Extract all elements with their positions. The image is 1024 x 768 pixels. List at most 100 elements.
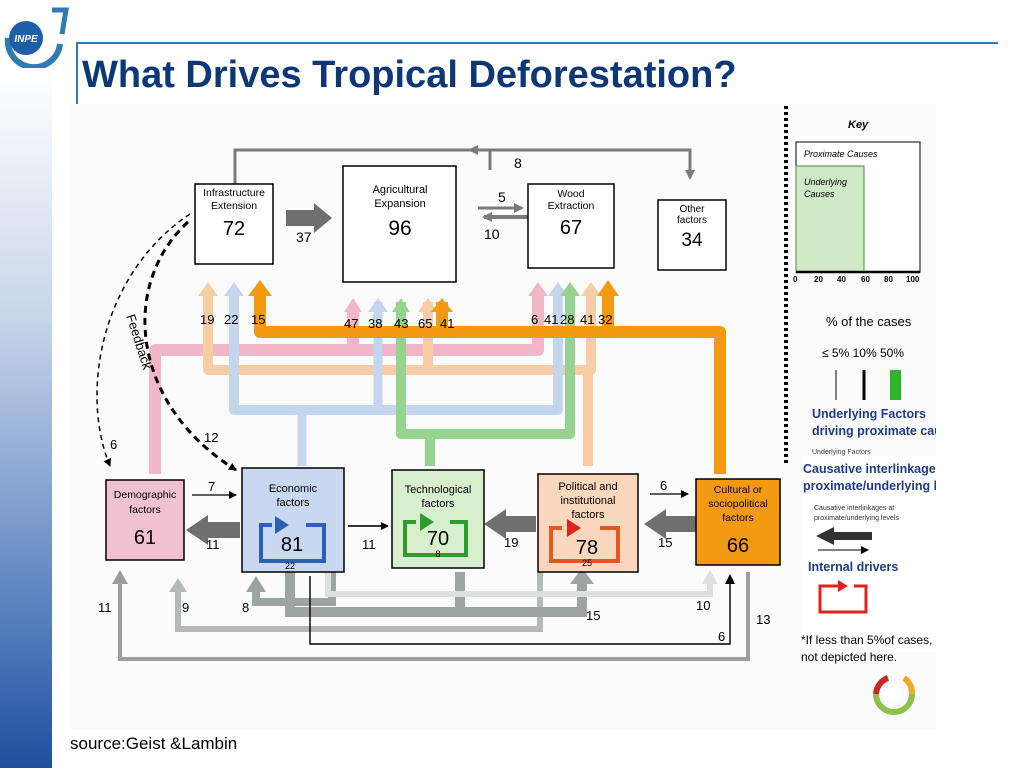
feedback-label: Feedback: [123, 312, 155, 371]
econ-internal-label: 22: [285, 561, 295, 571]
bottom-label-c: 8: [242, 600, 249, 615]
proximate-flows: 8 5 10 37: [233, 145, 695, 245]
pct-title: % of the cases: [826, 314, 912, 329]
cult-value: 66: [727, 535, 749, 557]
upward-arrowheads: [198, 280, 619, 312]
other-label-2: factors: [677, 215, 707, 226]
lucc-logo: [873, 675, 915, 715]
wood-label-2: Extraction: [548, 200, 595, 212]
flow-label-infra-agri: 37: [296, 229, 312, 245]
internal-driver-icon: [818, 584, 868, 614]
agri-label-1: Agricultural: [372, 184, 427, 196]
proximate-box-wood: Wood Extraction 67: [527, 183, 615, 269]
poli-value: 78: [576, 537, 598, 559]
econ-label-1: Economic: [269, 483, 318, 495]
up-label-agri-1: 47: [344, 316, 358, 331]
legend-percent: % of the cases ≤ 5% 10% 50% Underlying F…: [812, 314, 936, 456]
flow-label-top: 8: [514, 155, 522, 171]
econ-value: 81: [281, 534, 303, 556]
header-rule: [76, 42, 998, 44]
agri-value: 96: [388, 217, 411, 240]
flow-label-cult-poli-upper: 6: [660, 478, 667, 493]
key-tick-0: 0: [793, 275, 798, 284]
up-label-infra-2: 22: [224, 312, 238, 327]
logo-text: INPE: [14, 34, 38, 45]
page-title: What Drives Tropical Deforestation?: [82, 54, 737, 96]
poli-internal-driver-arrow-icon: [567, 519, 581, 537]
wood-value: 67: [560, 217, 582, 239]
econ-label-2: factors: [276, 497, 310, 509]
note-1: *If less than 5%of cases,: [801, 633, 932, 647]
proximate-box-other: Other factors 34: [657, 199, 727, 271]
deforestation-causes-diagram: 8 5 10 37 19 22 15: [70, 104, 936, 730]
key-tick-100: 100: [906, 275, 920, 284]
key-underlying-1: Underlying: [804, 177, 847, 187]
underlying-box-demo: Demographic factors 61: [105, 479, 185, 561]
proximate-box-infra: Infrastructure Extension 72: [194, 183, 274, 265]
pct-labels: ≤ 5% 10% 50%: [822, 346, 904, 360]
bottom-flows: 11 9 8 15 10 13 6: [98, 568, 770, 661]
driving-bands: [149, 290, 726, 474]
bottom-label-f: 13: [756, 612, 770, 627]
demo-value: 61: [134, 527, 156, 549]
key-title: Key: [848, 119, 869, 131]
feedback-to-demo-label: 6: [110, 437, 117, 452]
bottom-label-d: 15: [586, 608, 600, 623]
tech-internal-driver-icon: [403, 520, 468, 557]
bottom-label-a: 11: [98, 600, 112, 615]
ci-title-2: proximate/underlying levels: [803, 479, 936, 493]
key-tick-60: 60: [861, 275, 870, 284]
ci-title-1: Causative interlinkages at: [803, 462, 936, 476]
note-2: not depicted here.: [801, 650, 897, 664]
demo-label-1: Demographic: [114, 489, 176, 501]
infra-label-1: Infrastructure: [203, 187, 265, 199]
econ-internal-driver-icon: [259, 523, 326, 563]
uf-title-2: driving proximate causes: [812, 424, 936, 438]
bottom-label-e: 10: [696, 598, 710, 613]
demo-label-2: factors: [129, 504, 161, 516]
tech-internal-driver-arrow-icon: [420, 513, 434, 531]
up-label-infra-1: 19: [200, 312, 214, 327]
other-value: 34: [681, 230, 703, 251]
up-label-wood-5: 32: [598, 312, 612, 327]
infra-value: 72: [223, 218, 245, 240]
source-citation: source:Geist &Lambin: [70, 734, 238, 753]
up-label-agri-3: 43: [394, 316, 408, 331]
poli-internal-label: 25: [582, 558, 592, 568]
tech-value: 70: [427, 528, 449, 550]
tech-label-2: factors: [421, 498, 455, 510]
tech-label-1: Technological: [405, 484, 472, 496]
key-tick-40: 40: [837, 275, 846, 284]
ci-small-2: proximate/underlying levels: [814, 515, 899, 522]
underlying-box-cult: Cultural or sociopolitical factors 66: [695, 478, 781, 566]
econ-internal-driver-arrow-icon: [275, 516, 289, 534]
poli-label-1: Political and: [558, 481, 617, 493]
uf-small: Underlying Factors: [812, 449, 871, 456]
up-label-agri-5: 41: [440, 316, 454, 331]
poli-internal-driver-icon: [549, 526, 620, 563]
underlying-flows: 7 11 11 19 6 15: [186, 478, 696, 552]
inpe-logo: INPE: [4, 7, 69, 68]
ci-small-1: Causative interlinkages at: [814, 505, 894, 512]
up-label-wood-2: 41: [544, 312, 558, 327]
legend-interlinkages: Causative interlinkages at proximate/und…: [801, 456, 936, 652]
bottom-label-g: 6: [718, 629, 725, 644]
cult-label-3: factors: [722, 512, 754, 524]
cult-label-2: sociopolitical: [708, 498, 768, 510]
flow-label-econ-demo-lower: 11: [206, 537, 220, 552]
header-vertical-rule: [76, 42, 78, 104]
underlying-box-poli: Political and institutional factors 78 2…: [537, 473, 639, 573]
internal-driver-arrow-icon: [838, 580, 848, 592]
tech-internal-label: 8: [435, 549, 440, 559]
flow-label-econ-demo-upper: 7: [208, 479, 215, 494]
uf-title-1: Underlying Factors: [812, 407, 926, 421]
bottom-label-b: 9: [182, 600, 189, 615]
up-label-wood-1: 6: [531, 312, 538, 327]
flow-label-econ-tech: 11: [362, 537, 376, 552]
up-label-wood-4: 41: [580, 312, 594, 327]
key-tick-20: 20: [814, 275, 823, 284]
proximate-box-agri: Agricultural Expansion 96: [342, 165, 457, 283]
up-label-infra-3: 15: [251, 312, 265, 327]
upward-labels: 19 22 15 47 38 43 65 41 6 41 28 41 32: [200, 312, 612, 331]
legend-key: Key Proximate Causes Underlying Causes 0…: [793, 119, 921, 284]
